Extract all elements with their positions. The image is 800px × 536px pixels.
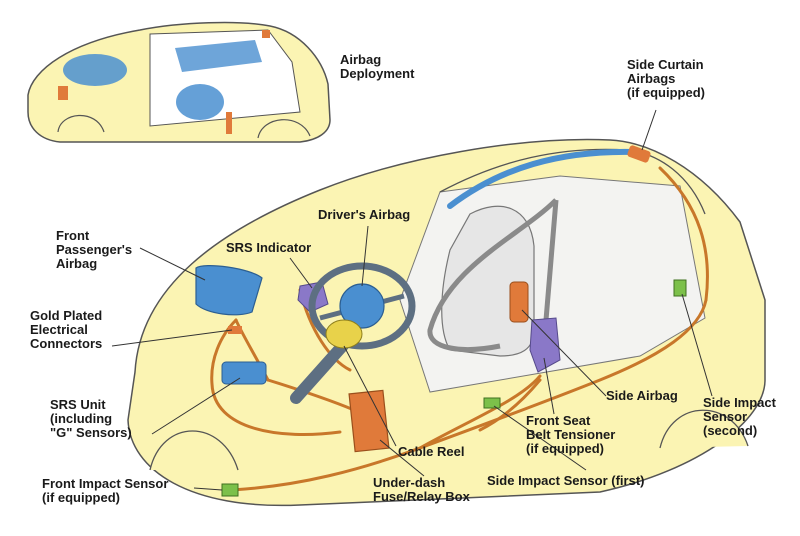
side-airbag-module [509,281,529,323]
label-srs-unit: SRS Unit (including "G" Sensors) [50,397,132,440]
label-front-impact-sensor: Front Impact Sensor (if equipped) [42,476,169,505]
front-impact-sensor [221,483,239,497]
leader-lines [111,109,713,491]
fuse-relay-box [348,389,390,453]
main-car [127,138,766,507]
small-car [27,21,331,143]
small-front-airbag [63,54,127,86]
belt-tensioner-unit [529,317,561,373]
small-side-airbag [176,84,224,120]
label-side-impact-sensor-second: Side Impact Sensor (second) [703,395,776,438]
curtain-inflator [627,145,651,163]
passenger-airbag-module [195,265,263,316]
label-airbag-deployment: Airbag Deployment [340,52,415,81]
label-front-seat-belt-tensioner: Front Seat Belt Tensioner (if equipped) [526,413,616,456]
label-side-airbag: Side Airbag [606,388,678,403]
label-front-passengers-airbag: Front Passenger's Airbag [56,228,133,271]
label-gold-plated-connectors: Gold Plated Electrical Connectors [30,308,103,351]
connector-orange [228,326,242,334]
small-curtain-airbag [175,40,262,72]
cable-reel-unit [325,319,363,349]
label-drivers-airbag: Driver's Airbag [318,207,411,222]
wiring-harness [210,166,709,492]
label-side-curtain-airbags: Side Curtain Airbags (if equipped) [627,57,705,100]
label-srs-indicator: SRS Indicator [226,240,312,255]
label-cable-reel: Cable Reel [398,444,465,459]
srs-unit-box [221,361,267,385]
side-impact-sensor-second [673,279,687,297]
label-side-impact-sensor-first: Side Impact Sensor (first) [487,473,645,488]
curtain-airbag-rail [447,148,639,209]
side-impact-sensor-first [483,397,501,409]
label-under-dash-box: Under-dash Fuse/Relay Box [373,475,470,504]
